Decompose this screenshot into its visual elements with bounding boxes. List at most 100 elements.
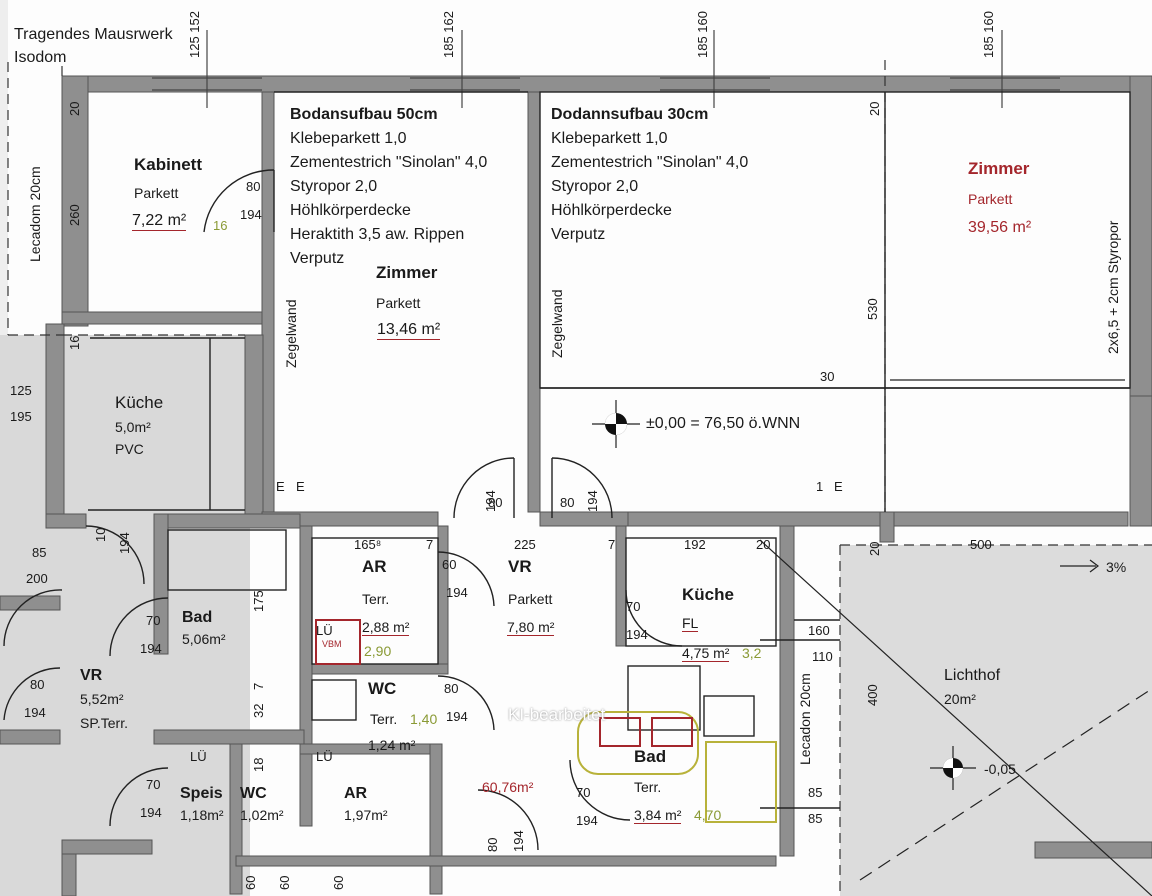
- dim-60-c: 60: [277, 875, 292, 890]
- room-zimmer1-name: Zimmer: [376, 263, 438, 282]
- dim-7-a: 7: [426, 537, 434, 552]
- dim-20-d: 20: [867, 541, 882, 556]
- room-kueche-right-floor: FL: [682, 615, 699, 632]
- dim-194-kueche: 194: [626, 627, 648, 642]
- room-vr-left-floor: SP.Terr.: [80, 715, 128, 731]
- room-bad-right-floor: Terr.: [634, 779, 662, 795]
- dim-500: 500: [970, 537, 992, 552]
- marker-lu2: LÜ: [190, 749, 207, 764]
- room-vr-main-floor: Parkett: [508, 591, 553, 607]
- dim-194-entrance: 194: [511, 830, 526, 852]
- left-unit-fill: [0, 335, 250, 896]
- dim-194-door2: 194: [585, 490, 600, 512]
- marker-e2: E: [296, 479, 305, 494]
- wall-note-line1: Tragendes Mausrwerk: [14, 26, 173, 43]
- level-note: ±0,00 = 76,50 ö.WNN: [646, 415, 801, 432]
- dim-125: 125: [10, 383, 32, 398]
- dim-85: 85: [32, 545, 47, 560]
- dim-60-d: 60: [331, 875, 346, 890]
- partition-label-1: Zegelwand: [283, 299, 299, 369]
- room-kueche-right-name: Küche: [682, 585, 734, 604]
- dim-32: 32: [251, 703, 266, 718]
- slope-note: 3%: [1106, 559, 1127, 575]
- room-kueche-left-area: 5,0m²: [115, 419, 151, 435]
- dim-16: 16: [67, 335, 82, 350]
- dim-192: 192: [684, 537, 706, 552]
- watermark: KI-bearbeitet: [508, 705, 606, 724]
- dim-195: 195: [10, 409, 32, 424]
- floor-build-a-layer: Heraktith 3,5 aw. Rippen: [290, 226, 465, 243]
- dim-80-door1: 80: [488, 495, 503, 510]
- room-kueche-left-floor: PVC: [115, 441, 144, 457]
- dim-70-speis: 70: [146, 777, 161, 792]
- dim-70-bad: 70: [146, 613, 161, 628]
- dim-80-door2: 80: [560, 495, 575, 510]
- dim-window-1: 125 152: [187, 11, 202, 58]
- dim-18: 18: [251, 757, 266, 772]
- dim-30: 30: [820, 369, 835, 384]
- dim-194-speis: 194: [140, 805, 162, 820]
- room-kabinett-area: 7,22 m²: [132, 212, 187, 231]
- dim-60-b: 60: [243, 875, 258, 890]
- room-vr-main-area: 7,80 m²: [507, 619, 555, 636]
- room-ar1-extra: 2,90: [364, 643, 392, 659]
- room-bad-left-name: Bad: [182, 609, 213, 626]
- dim-530: 530: [865, 298, 880, 320]
- total-area: 60,76m²: [482, 779, 534, 795]
- room-lichthof-area: 20m²: [944, 691, 976, 707]
- dim-85-a: 85: [808, 785, 823, 800]
- room-kueche-right-extra: 3,2: [742, 645, 762, 661]
- room-vr-left-name: VR: [80, 667, 103, 684]
- dim-194-wc: 194: [446, 709, 468, 724]
- marker-e4: E: [834, 479, 843, 494]
- dim-260: 260: [67, 204, 82, 226]
- floor-build-b-layer: Klebeparkett 1,0: [551, 130, 668, 147]
- room-wc2-area: 1,02m²: [240, 807, 284, 823]
- room-bad-left-area: 5,06m²: [182, 631, 226, 647]
- room-kabinett-floor: Parkett: [134, 185, 179, 201]
- dim-110: 110: [812, 649, 833, 664]
- left-wall-note: Lecadom 20cm: [27, 166, 43, 262]
- floor-build-b-layer: Verputz: [551, 226, 606, 243]
- dim-194-ar: 194: [446, 585, 468, 600]
- room-bad-right-name: Bad: [634, 747, 667, 766]
- dim-200: 200: [26, 571, 48, 586]
- dim-160: 160: [808, 623, 830, 638]
- room-kueche-left-name: Küche: [115, 393, 164, 412]
- room-kabinett-name: Kabinett: [134, 155, 202, 174]
- floor-build-a-title: Bodansufbau 50cm: [290, 106, 438, 123]
- room-ar2-area: 1,97m²: [344, 807, 388, 823]
- room-kabinett-extra: 16: [213, 218, 228, 233]
- marker-lu1: LÜ: [316, 623, 333, 638]
- dim-80-entrance: 80: [485, 837, 500, 852]
- inner-wall-note: Lecadon 20cm: [797, 673, 813, 765]
- floor-build-a-layer: Styropor 2,0: [290, 178, 378, 195]
- dim-165: 165⁸: [354, 537, 382, 552]
- room-ar1-area: 2,88 m²: [362, 619, 410, 636]
- right-wall-note: 2x6,5 + 2cm Styropor: [1105, 220, 1121, 354]
- dim-60: 60: [442, 557, 457, 572]
- room-speis-name: Speis: [180, 785, 223, 802]
- room-bad-right-extra: 4,70: [694, 807, 722, 823]
- room-vr-left-area: 5,52m²: [80, 691, 124, 707]
- dim-window-2: 185 162: [441, 11, 456, 58]
- level-b: -0,05: [984, 761, 1016, 777]
- wall-note-line2: Isodom: [14, 49, 67, 66]
- floor-build-b-layer: Höhlkörperdecke: [551, 202, 672, 219]
- dim-194-kabinett: 194: [240, 207, 262, 222]
- dim-20-a: 20: [67, 101, 82, 116]
- dim-70-bad-right: 70: [576, 785, 591, 800]
- room-zimmer1-area: 13,46 m²: [377, 321, 441, 340]
- dim-194-bad-right: 194: [576, 813, 598, 828]
- floor-build-a-layer: Klebeparkett 1,0: [290, 130, 407, 147]
- floor-build-b-layer: Styropor 2,0: [551, 178, 639, 195]
- room-wc1-floor: Terr.: [370, 711, 398, 727]
- dim-10: 10: [93, 527, 108, 542]
- floor-build-a-layer: Zementestrich "Sinolan" 4,0: [290, 154, 488, 171]
- dim-194-door1: 194: [483, 490, 498, 512]
- dim-window-4: 185 160: [981, 11, 996, 58]
- marker-e3: 1: [816, 479, 824, 494]
- room-ar1-floor: Terr.: [362, 591, 390, 607]
- room-wc2-name: WC: [240, 785, 267, 802]
